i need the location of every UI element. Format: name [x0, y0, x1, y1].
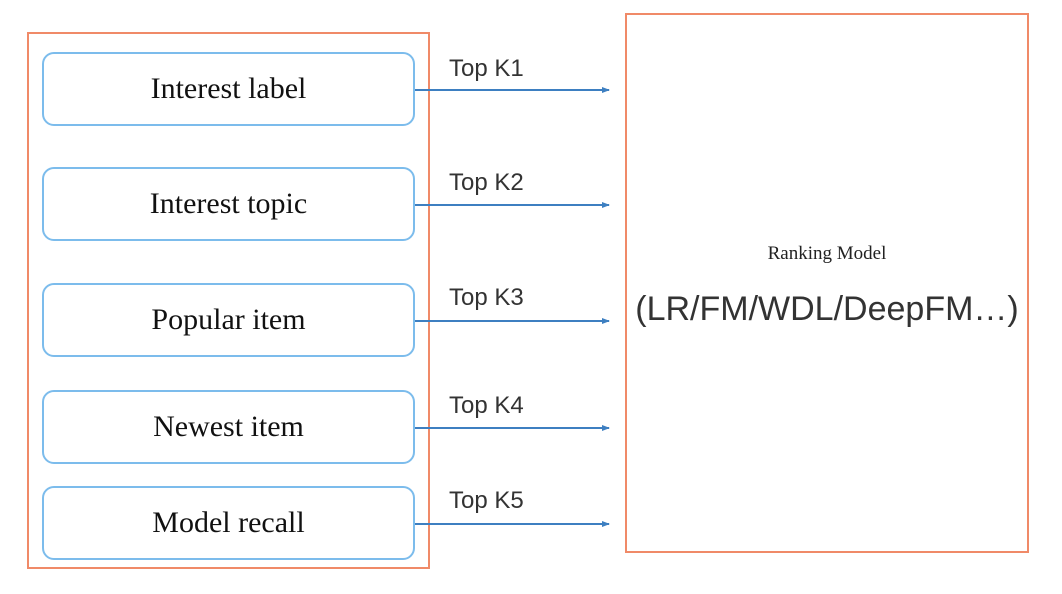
recall-box-label: Model recall: [152, 506, 305, 539]
recall-box-interest-topic: Interest topic: [42, 167, 415, 241]
recall-box-label: Interest label: [150, 72, 307, 105]
top-k-label: Top K1: [449, 55, 524, 82]
recall-sources-frame: [27, 32, 430, 569]
ranking-model-title: Ranking Model: [767, 243, 887, 264]
recall-box-popular-item: Popular item: [42, 283, 415, 357]
recall-box-model-recall: Model recall: [42, 486, 415, 560]
top-k-label: Top K4: [449, 392, 524, 419]
recall-box-newest-item: Newest item: [42, 390, 415, 464]
ranking-model-frame: [625, 13, 1029, 553]
recall-box-label: Popular item: [151, 303, 306, 336]
top-k-label: Top K2: [449, 169, 524, 196]
top-k-label: Top K3: [449, 284, 524, 311]
recall-box-interest-label: Interest label: [42, 52, 415, 126]
top-k-label: Top K5: [449, 487, 524, 514]
ranking-model-list: (LR/FM/WDL/DeepFM…): [635, 290, 1019, 328]
recall-box-label: Newest item: [153, 410, 304, 443]
recall-box-label: Interest topic: [149, 187, 308, 220]
